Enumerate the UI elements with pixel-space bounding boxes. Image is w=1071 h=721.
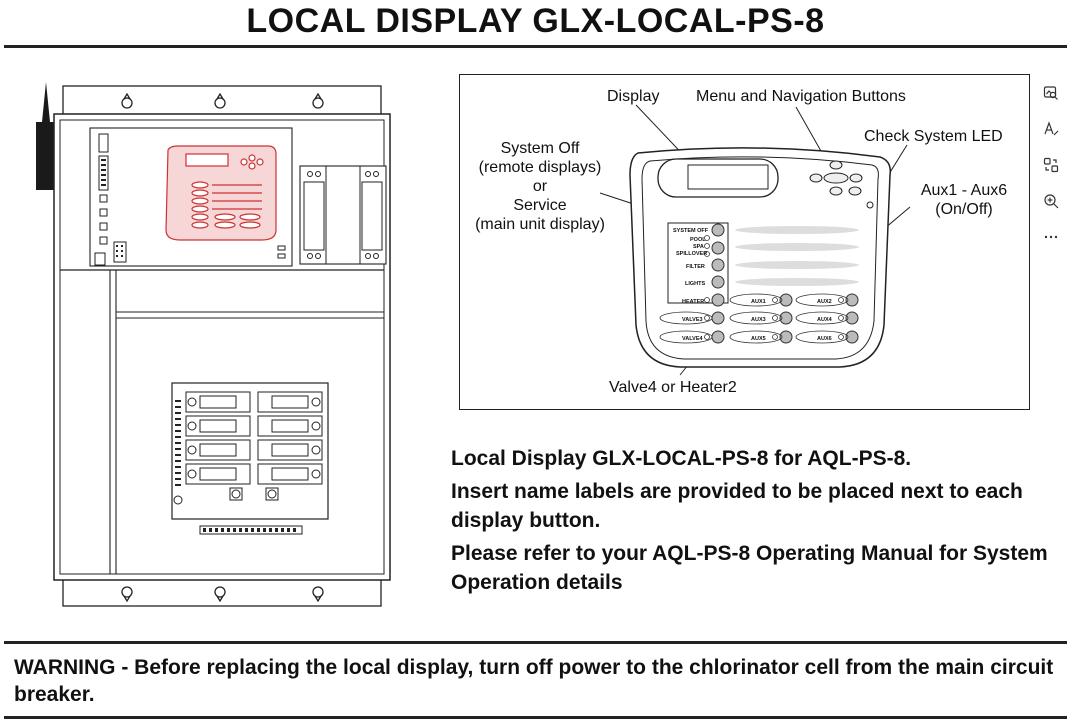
callout-aux: Aux1 - Aux6 (On/Off) xyxy=(920,182,1008,218)
label-aux4: AUX4 xyxy=(817,317,833,323)
warning-divider-top xyxy=(4,641,1067,644)
display-unit-drawing: SYSTEM OFF POOL SPA SPILLOVER FILTER LIG… xyxy=(599,104,911,376)
label-system-off: SYSTEM OFF xyxy=(673,228,709,234)
text-format-button[interactable] xyxy=(1038,116,1064,142)
visual-search-button[interactable] xyxy=(1038,80,1064,106)
title-divider xyxy=(4,45,1067,48)
warning-divider-bottom xyxy=(4,716,1067,719)
control-panel-illustration xyxy=(36,82,391,607)
label-pool: POOL xyxy=(690,237,706,243)
description-line-3: Please refer to your AQL-PS-8 Operating … xyxy=(451,542,1048,594)
side-toolbar xyxy=(1038,80,1066,260)
label-valve4: VALVE4 xyxy=(682,336,704,342)
compare-button[interactable] xyxy=(1038,152,1064,178)
zoom-in-button[interactable] xyxy=(1038,188,1064,214)
callout-check-system-led: Check System LED xyxy=(864,128,1003,145)
label-valve3: VALVE3 xyxy=(682,317,703,323)
more-options-icon xyxy=(1044,235,1058,239)
label-aux2: AUX2 xyxy=(817,299,832,305)
label-spillover: SPILLOVER xyxy=(676,251,707,257)
text-format-icon xyxy=(1044,121,1059,136)
label-aux5: AUX5 xyxy=(751,336,766,342)
zoom-in-icon xyxy=(1044,194,1059,209)
more-options-button[interactable] xyxy=(1038,224,1064,250)
visual-search-icon xyxy=(1043,86,1058,100)
callout-valve4: Valve4 or Heater2 xyxy=(609,379,737,396)
label-aux6: AUX6 xyxy=(817,336,832,342)
compare-icon xyxy=(1043,157,1059,173)
warning-text: WARNING - Before replacing the local dis… xyxy=(14,656,1054,706)
callout-display: Display xyxy=(607,88,660,105)
label-filter: FILTER xyxy=(686,264,705,270)
label-aux1: AUX1 xyxy=(751,299,766,305)
local-display-highlight xyxy=(165,145,277,241)
description-line-2: Insert name labels are provided to be pl… xyxy=(451,480,1023,532)
callout-menu-navigation: Menu and Navigation Buttons xyxy=(696,88,906,105)
label-heater: HEATER xyxy=(682,299,704,305)
description-line-1: Local Display GLX-LOCAL-PS-8 for AQL-PS-… xyxy=(451,447,912,470)
page-title: LOCAL DISPLAY GLX-LOCAL-PS-8 xyxy=(246,2,825,40)
label-lights: LIGHTS xyxy=(685,281,705,287)
label-aux3: AUX3 xyxy=(751,317,766,323)
description: Local Display GLX-LOCAL-PS-8 for AQL-PS-… xyxy=(451,444,1051,601)
callout-system-off: System Off (remote displays) or Service … xyxy=(475,140,605,233)
label-spa: SPA xyxy=(693,244,704,250)
local-display-diagram: SYSTEM OFF POOL SPA SPILLOVER FILTER LIG… xyxy=(459,74,1030,410)
